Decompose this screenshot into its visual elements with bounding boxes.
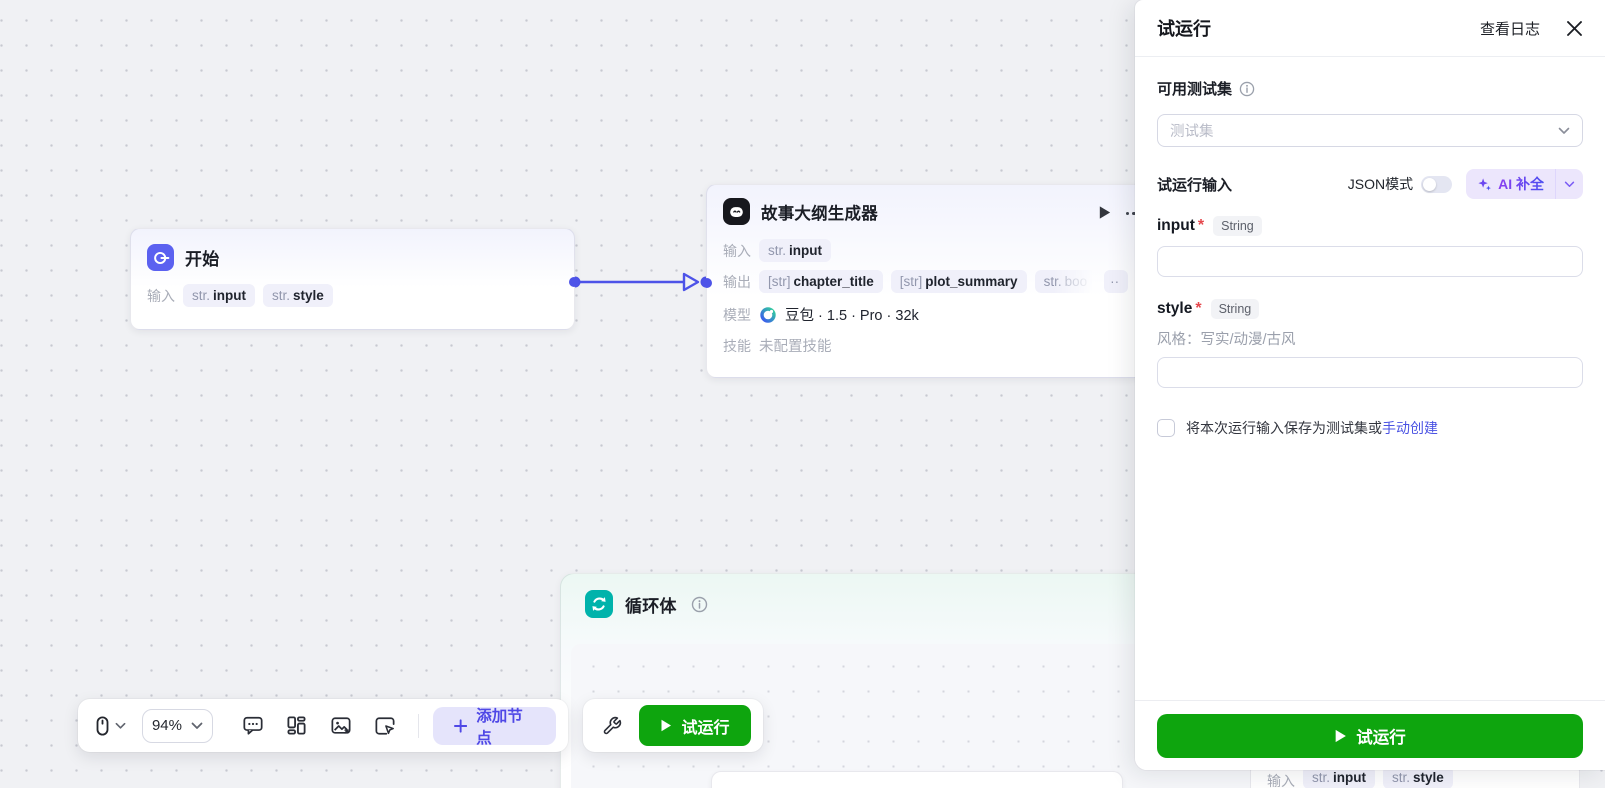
zoom-level-select[interactable]: 94% — [141, 708, 214, 743]
input-row-label: 输入 — [723, 242, 751, 259]
play-icon — [1335, 729, 1347, 742]
canvas-toolbar: 94% — [78, 699, 568, 752]
required-asterisk: * — [1195, 300, 1202, 317]
add-node-button[interactable]: 添加节点 — [432, 706, 557, 747]
toolbar-divider — [418, 713, 419, 738]
loop-icon — [585, 590, 613, 618]
field-input-name: input — [1157, 217, 1195, 234]
image-icon[interactable] — [322, 706, 360, 746]
play-icon — [661, 719, 672, 732]
field-style-description: 风格：写实/动漫/古风 — [1157, 332, 1296, 348]
add-node-label: 添加节点 — [476, 707, 523, 747]
chips-overflow-indicator[interactable]: ·· — [1104, 270, 1129, 293]
power-icon — [147, 244, 174, 271]
output-row-label: 输出 — [723, 273, 751, 290]
testset-select[interactable]: 测试集 — [1157, 114, 1583, 147]
save-as-testset-checkbox[interactable] — [1157, 419, 1175, 437]
model-row-label: 模型 — [723, 306, 751, 323]
info-icon[interactable] — [1239, 81, 1255, 97]
field-input-type-badge: String — [1213, 216, 1262, 236]
manual-create-link[interactable]: 手动创建 — [1382, 420, 1438, 436]
toggle-knob — [1423, 177, 1437, 191]
param-chip: [str] plot_summary — [890, 270, 1027, 293]
button-divider — [1555, 169, 1556, 199]
field-style-value[interactable] — [1157, 357, 1583, 388]
node-start-title: 开始 — [185, 250, 220, 269]
node-start[interactable]: 开始 输入 str. input str. style — [130, 228, 579, 330]
canvas-test-run-button[interactable]: 试运行 — [639, 705, 751, 746]
test-run-panel: 试运行 查看日志 可用测试集 — [1135, 0, 1605, 770]
canvas-test-run-label: 试运行 — [681, 719, 730, 737]
json-mode-label: JSON模式 — [1347, 176, 1414, 192]
param-chip: str. style — [263, 284, 333, 307]
node-run-play-button[interactable] — [1097, 205, 1112, 220]
skill-row-label: 技能 — [723, 337, 751, 354]
input-row-label: 输入 — [1267, 773, 1295, 788]
node-llm-title: 故事大纲生成器 — [761, 204, 878, 223]
field-input-value[interactable] — [1157, 246, 1583, 277]
skill-value: 未配置技能 — [759, 339, 832, 355]
panel-title: 试运行 — [1157, 19, 1211, 39]
ai-complete-button[interactable]: AI 补全 — [1466, 169, 1583, 199]
param-chip: str. input — [1303, 766, 1376, 788]
mouse-mode-button[interactable] — [90, 706, 132, 746]
node-chapter-content[interactable]: 节内容 输入 str. chapter_title str. plot_summ… — [711, 771, 1123, 788]
run-input-label: 试运行输入 — [1157, 176, 1233, 194]
bot-face-icon — [723, 198, 750, 225]
available-testset-label: 可用测试集 — [1157, 81, 1233, 98]
model-name: 豆包 · 1.5 · Pro · 32k — [785, 308, 919, 324]
plus-icon — [453, 718, 468, 733]
run-toolbar: 试运行 — [583, 699, 763, 752]
panel-test-run-button[interactable]: 试运行 — [1157, 713, 1583, 758]
comment-icon[interactable] — [233, 706, 271, 746]
wrench-icon[interactable] — [595, 706, 629, 746]
output-port[interactable] — [569, 277, 579, 287]
frame-send-icon[interactable] — [366, 706, 404, 746]
node-llm-story-outline[interactable]: 故事大纲生成器 输入 str. input 输出 [str] chapter_t… — [702, 184, 1146, 378]
model-ring-icon — [759, 306, 777, 324]
close-icon[interactable] — [1566, 20, 1583, 37]
ai-complete-caret[interactable] — [1556, 169, 1583, 199]
connection-edge — [569, 272, 712, 292]
field-style-type-badge: String — [1210, 299, 1260, 319]
info-icon[interactable] — [691, 596, 708, 613]
param-chip: [str] chapter_title — [759, 270, 883, 293]
sparkle-icon — [1478, 177, 1491, 190]
chevron-down-icon — [1558, 127, 1570, 134]
param-chip: str. style — [1383, 766, 1453, 788]
chevron-down-icon — [116, 722, 126, 729]
ai-complete-label: AI 补全 — [1498, 176, 1544, 192]
param-chip: str. input — [183, 284, 256, 307]
save-as-testset-label: 将本次运行输入保存为测试集或 — [1186, 420, 1382, 436]
json-mode-toggle[interactable] — [1421, 175, 1453, 193]
node-loop-title: 循环体 — [625, 596, 677, 616]
input-row-label: 输入 — [147, 287, 175, 304]
param-chip: str. input — [759, 239, 832, 262]
chevron-down-icon — [192, 722, 203, 729]
field-style-name: style — [1157, 300, 1193, 317]
view-logs-link[interactable]: 查看日志 — [1479, 20, 1540, 38]
chevron-down-icon — [1564, 181, 1575, 187]
testset-placeholder: 测试集 — [1170, 124, 1214, 140]
panel-test-run-label: 试运行 — [1356, 728, 1406, 747]
param-chip: str. boo — [1034, 270, 1097, 293]
input-port[interactable] — [702, 278, 712, 288]
zoom-level-value: 94% — [151, 717, 182, 734]
layout-icon[interactable] — [278, 706, 316, 746]
required-asterisk: * — [1197, 217, 1205, 234]
